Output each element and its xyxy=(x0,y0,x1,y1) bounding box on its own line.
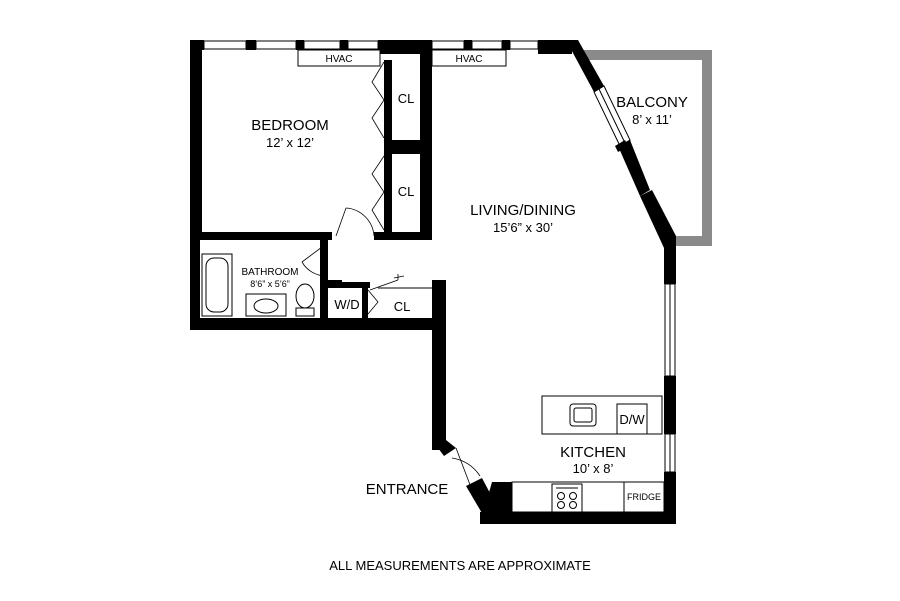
bedroom-name: BEDROOM xyxy=(251,117,329,134)
bathroom-door xyxy=(301,243,327,277)
kitchen-island xyxy=(541,395,663,435)
balcony-size: 8’ x 11’ xyxy=(632,112,672,127)
closet-label-1: CL xyxy=(398,91,415,106)
top-windows xyxy=(203,40,539,50)
hvac-left-label: HVAC xyxy=(325,54,352,65)
bedroom-walls xyxy=(190,40,432,240)
closet-label-3: CL xyxy=(394,299,411,314)
dishwasher-label: D/W xyxy=(619,412,645,427)
balcony-door xyxy=(593,85,631,152)
entrance-door xyxy=(451,447,481,491)
entrance-label: ENTRANCE xyxy=(366,481,449,498)
bathroom-walls xyxy=(190,232,446,330)
bathtub xyxy=(201,253,233,317)
sink xyxy=(245,293,287,317)
closet-doors-bedroom xyxy=(371,61,389,231)
living-walls xyxy=(538,40,676,524)
toilet xyxy=(295,283,315,317)
hvac-units xyxy=(297,49,507,67)
washer-dryer-label: W/D xyxy=(334,297,359,312)
kitchen-name: KITCHEN xyxy=(560,444,626,461)
bathroom-size: 8’6” x 5’6” xyxy=(250,279,290,289)
measurements-note: ALL MEASUREMENTS ARE APPROXIMATE xyxy=(329,558,591,573)
bedroom-door xyxy=(335,207,375,237)
room-labels: BEDROOM 12’ x 12’ HVAC HVAC CL CL BALCON… xyxy=(241,54,687,573)
hvac-right-label: HVAC xyxy=(455,54,482,65)
fridge-label: FRIDGE xyxy=(627,492,661,502)
balcony-name: BALCONY xyxy=(616,94,688,111)
closet-label-2: CL xyxy=(398,184,415,199)
bedroom-size: 12’ x 12’ xyxy=(266,135,314,150)
utility-doors xyxy=(367,274,432,315)
right-windows xyxy=(664,283,676,473)
balcony-railing xyxy=(578,50,712,246)
living-name: LIVING/DINING xyxy=(470,202,576,219)
kitchen-size: 10’ x 8’ xyxy=(573,461,614,476)
kitchen-counter xyxy=(511,481,665,513)
living-size: 15’6” x 30’ xyxy=(493,220,553,235)
bathroom-name: BATHROOM xyxy=(241,267,298,278)
entrance-walls xyxy=(432,320,676,524)
